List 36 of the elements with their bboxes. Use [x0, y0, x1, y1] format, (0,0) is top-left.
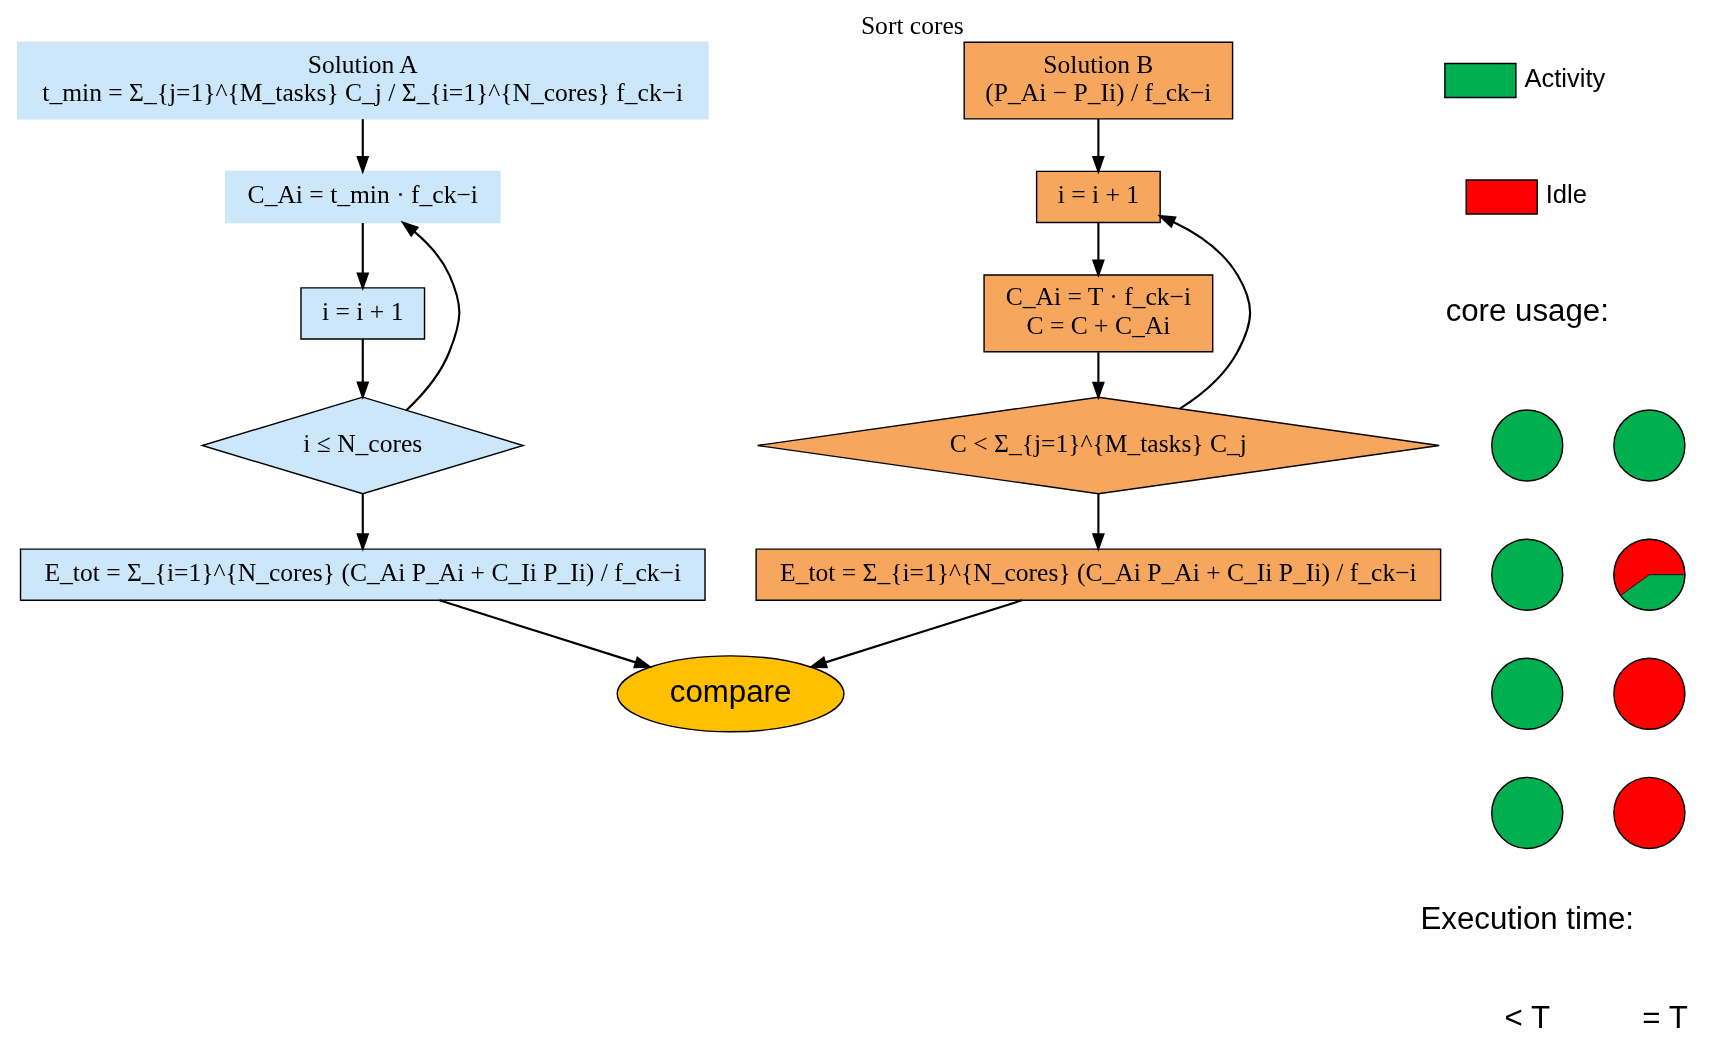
- arrow: [355, 339, 369, 401]
- node-box: Solution A t_min = Σ_{j=1}^{M_tasks} C_j / Σ_{i=1}^{N_cores} f_ck−i: [16, 41, 709, 120]
- label: = T: [1641, 1000, 1688, 1036]
- node-circle: [1490, 776, 1563, 850]
- arrow: [1091, 119, 1105, 175]
- label: core usage:: [1445, 293, 1609, 329]
- node-box: E_tot = Σ_{i=1}^{N_cores} (C_Ai P_Ai + C_Ii P_Ii) / f_ck−i: [754, 548, 1441, 601]
- arrow: [355, 223, 369, 291]
- node-circle: [1490, 409, 1563, 482]
- node-box: C_Ai = t_min · f_ck−i: [224, 170, 500, 224]
- arrow: [400, 220, 460, 411]
- label: Execution time:: [1419, 900, 1634, 936]
- arrow: [1091, 352, 1105, 401]
- arrow: [438, 599, 653, 669]
- node-box: C_Ai = T · f_ck−i C = C + C_Ai: [982, 274, 1213, 353]
- node-box: i = i + 1: [1035, 170, 1161, 224]
- node-box: i = i + 1: [299, 287, 425, 340]
- arrow: [355, 119, 369, 175]
- node-diamond: i ≤ N_cores: [199, 396, 526, 495]
- legend-label: Idle: [1545, 180, 1587, 209]
- arrow: [355, 493, 369, 552]
- arrow: [1091, 493, 1105, 552]
- node-label: Sort cores: [860, 11, 964, 41]
- node-circle: [1490, 538, 1563, 611]
- node-diamond: C < Σ_{j=1}^{M_tasks} C_j: [756, 396, 1440, 495]
- label: < T: [1504, 1000, 1550, 1036]
- node-box: Solution B (P_Ai − P_Ii) / f_ck−i: [962, 41, 1233, 120]
- node-box: E_tot = Σ_{i=1}^{N_cores} (C_Ai P_Ai + C_Ii P_Ii) / f_ck−i: [19, 548, 706, 601]
- node-circle: [1612, 409, 1686, 482]
- node-circle: [1612, 657, 1686, 731]
- arrow: [1091, 223, 1105, 279]
- legend-label: Activity: [1523, 63, 1605, 92]
- node-circle: [1490, 657, 1563, 731]
- node-circle: [1612, 776, 1686, 850]
- arrow: [1156, 214, 1251, 410]
- arrow: [808, 599, 1022, 669]
